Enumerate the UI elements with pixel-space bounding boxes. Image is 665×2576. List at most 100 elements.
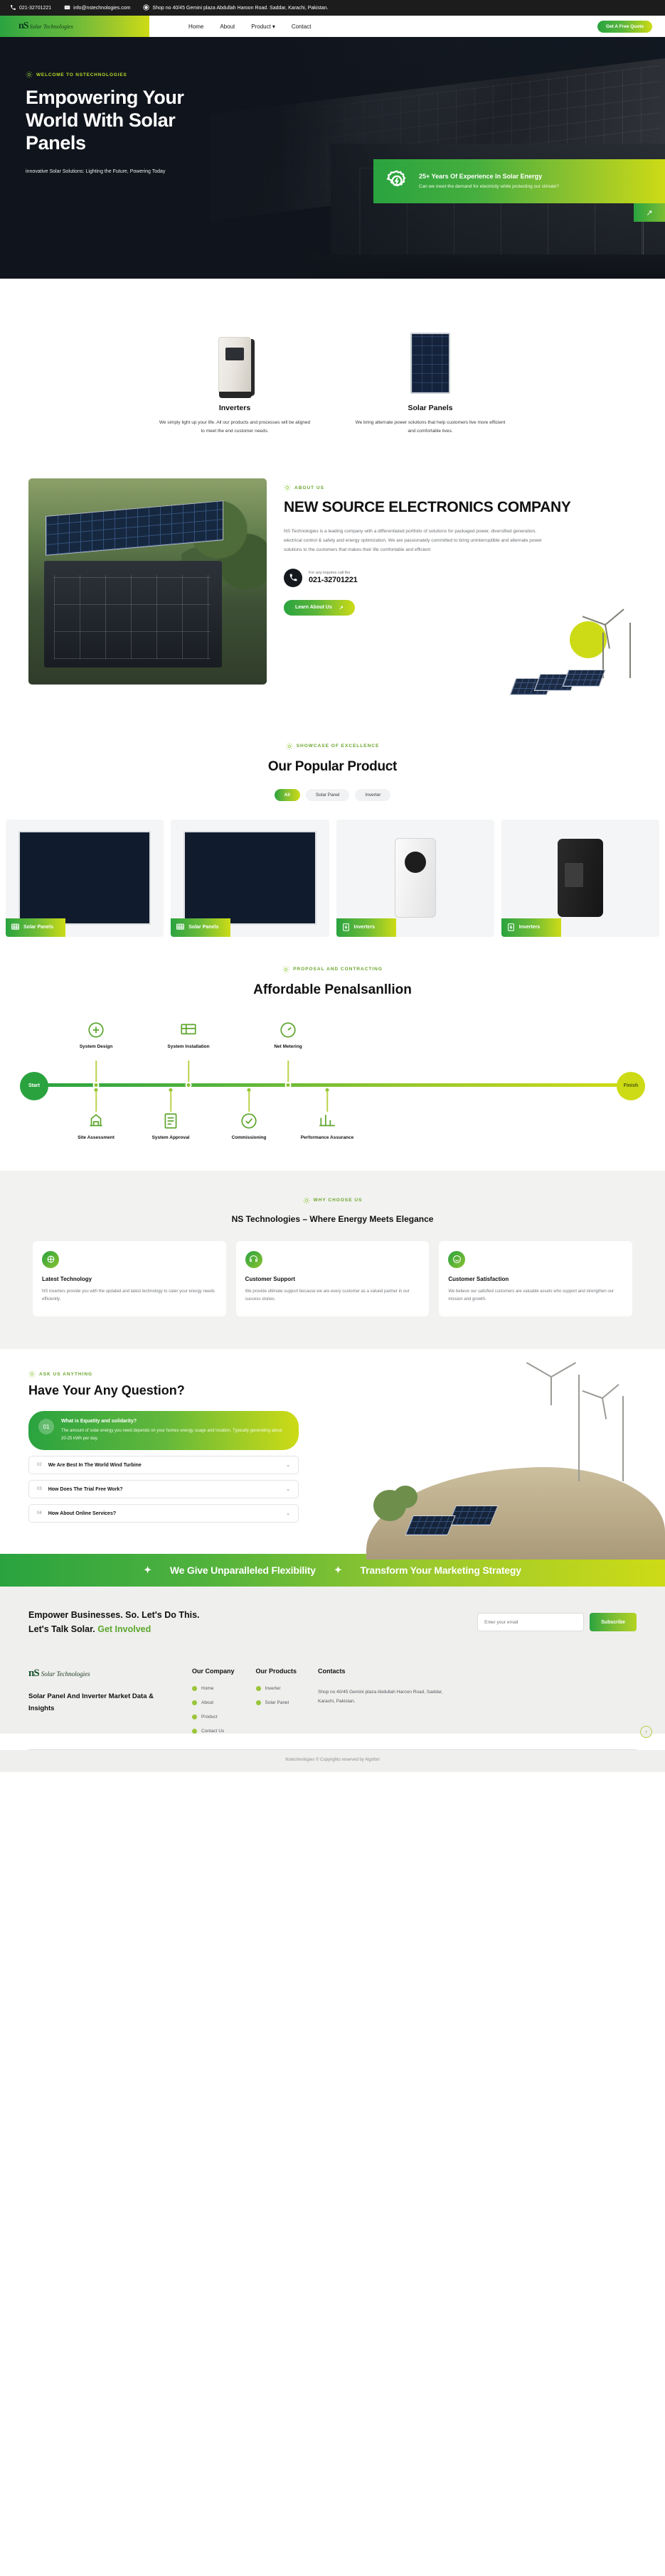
experience-badge-desc: Can we meet the demand for electricity w… xyxy=(419,184,559,190)
faq-item-question: How Does The Trial Free Work? xyxy=(48,1486,123,1492)
chevron-down-icon[interactable]: ⌄ xyxy=(286,1511,290,1517)
process-timeline-section: PROPOSAL AND CONTRACTING Affordable Pena… xyxy=(0,937,665,1152)
hero-eyebrow-text: WELCOME TO NSTECHNOLOGIES xyxy=(36,72,127,77)
timeline-node-label: Site Assessment xyxy=(78,1134,115,1140)
timeline-track xyxy=(41,1083,624,1087)
category-card-inverters[interactable]: Inverters We simply light up your life. … xyxy=(159,328,312,436)
product-tag: Solar Panels xyxy=(171,918,231,937)
footer-column-contacts: Contacts Shop no 40/45 Gemini plaza Abdu… xyxy=(318,1668,460,1734)
category-title: Inverters xyxy=(218,404,251,412)
footer-link-about[interactable]: About xyxy=(192,1700,235,1706)
footer-link-label: About xyxy=(201,1700,213,1706)
popular-products-section: SHOWCASE OF EXCELLENCE Our Popular Produ… xyxy=(0,726,665,937)
nav-item-home-label: Home xyxy=(188,23,204,30)
faq-item[interactable]: 04 How About Online Services? ⌄ xyxy=(28,1504,299,1523)
faq-item-question: We Are Best In The World Wind Turbine xyxy=(48,1462,142,1468)
product-tag-label: Inverters xyxy=(518,925,541,930)
sun-icon xyxy=(26,71,33,78)
subscribe-line2-wrap: Let's Talk Solar. Get Involved xyxy=(28,1622,460,1636)
topbar-email[interactable]: info@nstechnologies.com xyxy=(64,4,130,12)
subscribe-button[interactable]: Subscribe xyxy=(590,1613,637,1632)
footer-link-contact-us[interactable]: Contact Us xyxy=(192,1729,235,1734)
logo-text: Solar Technologies xyxy=(29,23,73,30)
chevron-down-icon: ▾ xyxy=(272,23,275,30)
timeline-node-label: Performance Assurance xyxy=(300,1134,354,1140)
footer-link-product[interactable]: Product xyxy=(192,1714,235,1720)
topbar-address: Shop no 40/45 Gemini plaza Abdullah Haro… xyxy=(143,4,329,12)
chevron-down-icon[interactable]: ⌄ xyxy=(286,1463,290,1469)
nav-item-product[interactable]: Product ▾ xyxy=(251,23,275,30)
why-card-customer-satisfaction[interactable]: Customer Satisfaction We believe our sat… xyxy=(439,1240,633,1317)
chevron-down-icon[interactable]: ⌄ xyxy=(286,1487,290,1493)
footer-column-heading: Our Products xyxy=(255,1668,297,1675)
timeline-node-net-metering: Net Metering xyxy=(245,1021,331,1088)
product-image xyxy=(501,820,659,937)
product-card[interactable]: Solar Panels xyxy=(171,819,329,937)
category-card-solar-panels[interactable]: Solar Panels We bring alternate power so… xyxy=(354,328,507,436)
sun-icon xyxy=(28,1370,36,1378)
marquee-item-1: We Give Unparalleled Flexibility xyxy=(169,1565,316,1577)
about-call-number: 021-32701221 xyxy=(309,576,358,585)
footer-link-label: Contact Us xyxy=(201,1729,225,1734)
nav-item-about-label: About xyxy=(220,23,235,30)
nav-item-contact[interactable]: Contact xyxy=(292,23,312,30)
logo-container[interactable]: nS Solar Technologies xyxy=(0,16,149,37)
nav-item-contact-label: Contact xyxy=(291,23,312,30)
timeline-start-node: Start xyxy=(20,1071,48,1100)
experience-badge-arrow-button[interactable]: ↗ xyxy=(634,203,665,222)
hero-title-line2: World With Solar xyxy=(26,109,176,131)
why-card-latest-technology[interactable]: Latest Technology NS inverters provide y… xyxy=(33,1240,226,1317)
commissioning-icon xyxy=(240,1112,258,1130)
about-body: ABOUT US NEW SOURCE ELECTRONICS COMPANY … xyxy=(284,478,637,698)
topbar-phone[interactable]: 021-32701221 xyxy=(10,4,51,12)
nav-item-product-label: Product xyxy=(251,23,271,30)
about-call-row[interactable]: For any inquires call the 021-32701221 xyxy=(284,568,637,587)
gear-bolt-icon xyxy=(385,169,409,193)
arrow-up-icon[interactable]: ↑ xyxy=(640,1726,652,1739)
product-card[interactable]: Inverters xyxy=(336,819,494,937)
filter-inverter[interactable]: Inverter xyxy=(355,788,391,801)
solar-panel-icon xyxy=(11,923,20,932)
check-bullet-icon xyxy=(255,1686,261,1692)
faq-item-open[interactable]: 01 What is Equatity and solidarity? The … xyxy=(28,1411,299,1451)
faq-item[interactable]: 03 How Does The Trial Free Work? ⌄ xyxy=(28,1480,299,1499)
nav-item-home[interactable]: Home xyxy=(188,23,203,30)
nav-item-about[interactable]: About xyxy=(220,23,235,30)
footer-link-label: Product xyxy=(201,1714,218,1720)
learn-about-us-button[interactable]: Learn About Us ↗ xyxy=(284,599,355,616)
product-tag-label: Solar Panels xyxy=(23,925,54,930)
hero-content: WELCOME TO NSTECHNOLOGIES Empowering You… xyxy=(0,37,306,174)
footer-logo[interactable]: nS Solar Technologies xyxy=(28,1668,171,1680)
subscribe-text: Empower Businesses. So. Let's Do This. L… xyxy=(28,1608,460,1636)
page-root: 021-32701221 info@nstechnologies.com Sho… xyxy=(0,0,665,1772)
solar-panel-icon xyxy=(176,923,185,932)
marquee-banner: ✦ We Give Unparalleled Flexibility ✦ Tra… xyxy=(0,1554,665,1587)
timeline-node-commissioning: Commissioning xyxy=(206,1086,292,1141)
timeline: Start Finish System Design System Instal… xyxy=(0,1014,665,1152)
timeline-eyebrow: PROPOSAL AND CONTRACTING xyxy=(282,966,383,973)
faq-item[interactable]: 02 We Are Best In The World Wind Turbine… xyxy=(28,1456,299,1475)
why-card-title: Customer Satisfaction xyxy=(448,1275,509,1282)
installation-icon xyxy=(179,1021,198,1039)
product-card[interactable]: Solar Panels xyxy=(6,819,164,937)
timeline-node-performance-assurance: Performance Assurance xyxy=(284,1086,370,1141)
site-logo[interactable]: nS Solar Technologies xyxy=(18,21,73,32)
get-free-quote-button[interactable]: Get A Free Quote xyxy=(597,20,652,33)
footer-link-solar-panel[interactable]: Solar Panel xyxy=(255,1700,297,1706)
filter-all[interactable]: All xyxy=(274,788,300,801)
why-card-customer-support[interactable]: Customer Support We provide ultimate sup… xyxy=(235,1240,430,1317)
faq-item-question: What is Equatity and solidarity? xyxy=(61,1419,137,1424)
footer-column-our-company: Our Company Home About Product Contact U… xyxy=(192,1668,235,1734)
why-eyebrow: WHY CHOOSE US xyxy=(302,1197,363,1204)
satisfaction-icon xyxy=(448,1250,466,1268)
faq-item-number: 04 xyxy=(37,1511,42,1516)
footer-link-inverter[interactable]: Inverter xyxy=(255,1686,297,1692)
topbar-address-text: Shop no 40/45 Gemini plaza Abdullah Haro… xyxy=(152,5,329,11)
email-input[interactable] xyxy=(477,1613,585,1632)
filter-solar-panel[interactable]: Solar Panel xyxy=(305,788,350,801)
product-card[interactable]: Inverters xyxy=(501,819,659,937)
site-icon xyxy=(87,1112,105,1130)
get-involved-link[interactable]: Get Involved xyxy=(97,1624,151,1635)
phone-icon xyxy=(284,568,302,587)
footer-link-home[interactable]: Home xyxy=(192,1686,235,1692)
